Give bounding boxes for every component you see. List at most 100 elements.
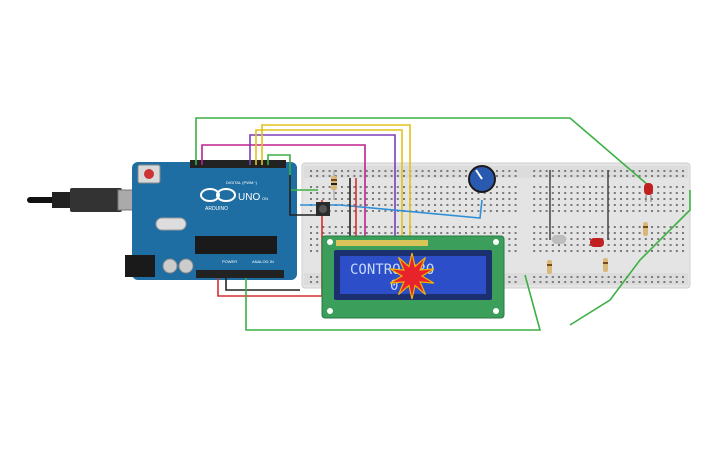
breadboard-hole: [558, 175, 560, 177]
breadboard-hole: [675, 192, 678, 194]
resistor-icon[interactable]: [643, 222, 648, 236]
breadboard-hole: [675, 281, 678, 283]
led-off-icon[interactable]: [552, 235, 566, 244]
breadboard-hole: [576, 250, 579, 252]
breadboard-hole: [384, 232, 387, 234]
wire-green-button[interactable]: [267, 154, 318, 191]
wire-purple[interactable]: [249, 134, 396, 240]
breadboard-hole: [427, 198, 430, 200]
breadboard-hole: [576, 198, 579, 200]
breadboard-hole: [539, 232, 542, 234]
breadboard-hole: [359, 170, 362, 172]
breadboard-hole: [384, 186, 387, 188]
breadboard-hole: [514, 276, 517, 278]
breadboard-hole: [539, 276, 542, 278]
breadboard-hole: [403, 192, 405, 194]
breadboard-hole: [638, 210, 641, 212]
potentiometer-icon[interactable]: [468, 165, 496, 193]
wire-yellow-1[interactable]: [255, 129, 403, 240]
breadboard-hole: [310, 250, 312, 252]
breadboard-hole: [452, 210, 455, 212]
breadboard-hole: [353, 198, 356, 200]
breadboard-hole: [334, 232, 337, 234]
breadboard-hole: [471, 226, 474, 228]
wire-magenta[interactable]: [201, 144, 366, 240]
resistor-icon[interactable]: [547, 260, 552, 274]
breadboard-hole: [508, 210, 511, 212]
led-red-icon[interactable]: [644, 183, 653, 202]
breadboard-hole: [316, 192, 319, 194]
power-jack: [125, 255, 155, 277]
breadboard-hole: [632, 210, 635, 212]
breadboard-hole: [390, 186, 393, 188]
breadboard-hole: [582, 244, 585, 246]
breadboard-hole: [359, 226, 362, 228]
breadboard-hole: [638, 175, 641, 177]
reset-button[interactable]: [144, 169, 154, 179]
breadboard-hole: [316, 170, 319, 172]
breadboard-hole: [502, 226, 505, 228]
breadboard-hole: [415, 210, 418, 212]
breadboard-hole: [446, 175, 449, 177]
breadboard-hole: [564, 198, 567, 200]
led-red-icon[interactable]: [590, 238, 604, 247]
pushbutton-icon[interactable]: [316, 202, 330, 216]
breadboard-hole: [502, 170, 505, 172]
breadboard-hole: [378, 192, 381, 194]
breadboard-hole: [663, 192, 666, 194]
wire-black-button[interactable]: [289, 175, 318, 216]
breadboard-hole: [551, 198, 554, 200]
wire-yellow-2[interactable]: [261, 124, 411, 240]
breadboard-hole: [582, 175, 585, 177]
breadboard-hole: [644, 210, 647, 212]
resistor-icon[interactable]: [603, 258, 608, 272]
breadboard-hole: [620, 232, 622, 234]
breadboard-hole: [657, 198, 660, 200]
breadboard-hole: [657, 192, 660, 194]
breadboard-hole: [465, 226, 467, 228]
wires[interactable]: [195, 117, 691, 331]
resistor-icon[interactable]: [331, 170, 337, 200]
breadboard-hole: [682, 238, 684, 240]
breadboard-hole: [421, 175, 424, 177]
breadboard-hole: [452, 204, 455, 206]
breadboard-hole: [682, 192, 684, 194]
breadboard-hole: [427, 175, 430, 177]
breadboard-hole: [620, 238, 622, 240]
arduino-board[interactable]: ARDUINO UNO DIGITAL (PWM~) POWER ANALOG …: [125, 160, 297, 280]
breadboard-hole: [465, 210, 467, 212]
wire-green-bottom[interactable]: [245, 274, 542, 331]
breadboard-hole: [359, 232, 362, 234]
breadboard-hole: [508, 192, 511, 194]
breadboard-hole: [310, 170, 312, 172]
breadboard-hole: [316, 198, 319, 200]
breadboard-hole: [564, 175, 567, 177]
breadboard-hole: [626, 281, 629, 283]
wire-green-right[interactable]: [569, 190, 691, 326]
breadboard-hole: [620, 192, 622, 194]
wire-black-gnd[interactable]: [225, 278, 300, 291]
breadboard-hole: [601, 170, 604, 172]
breadboard-hole: [570, 170, 573, 172]
breadboard-hole: [471, 232, 474, 234]
breadboard-hole: [582, 250, 585, 252]
breadboard-hole: [669, 186, 672, 188]
breadboard-hole: [657, 170, 660, 172]
breadboard-hole: [353, 232, 356, 234]
breadboard-hole: [384, 170, 387, 172]
analog-header[interactable]: [196, 270, 284, 278]
breadboard-hole: [651, 250, 653, 252]
breadboard-hole: [533, 232, 536, 234]
wire-green-top[interactable]: [195, 117, 649, 186]
breadboard-hole: [620, 226, 622, 228]
breadboard-hole: [620, 170, 622, 172]
breadboard-hole: [514, 198, 517, 200]
breadboard-hole: [508, 232, 511, 234]
digital-header[interactable]: [190, 160, 286, 168]
breadboard-hole: [576, 244, 579, 246]
breadboard-hole: [595, 250, 598, 252]
breadboard-hole: [644, 244, 647, 246]
breadboard-hole: [613, 232, 616, 234]
breadboard-hole: [651, 276, 653, 278]
